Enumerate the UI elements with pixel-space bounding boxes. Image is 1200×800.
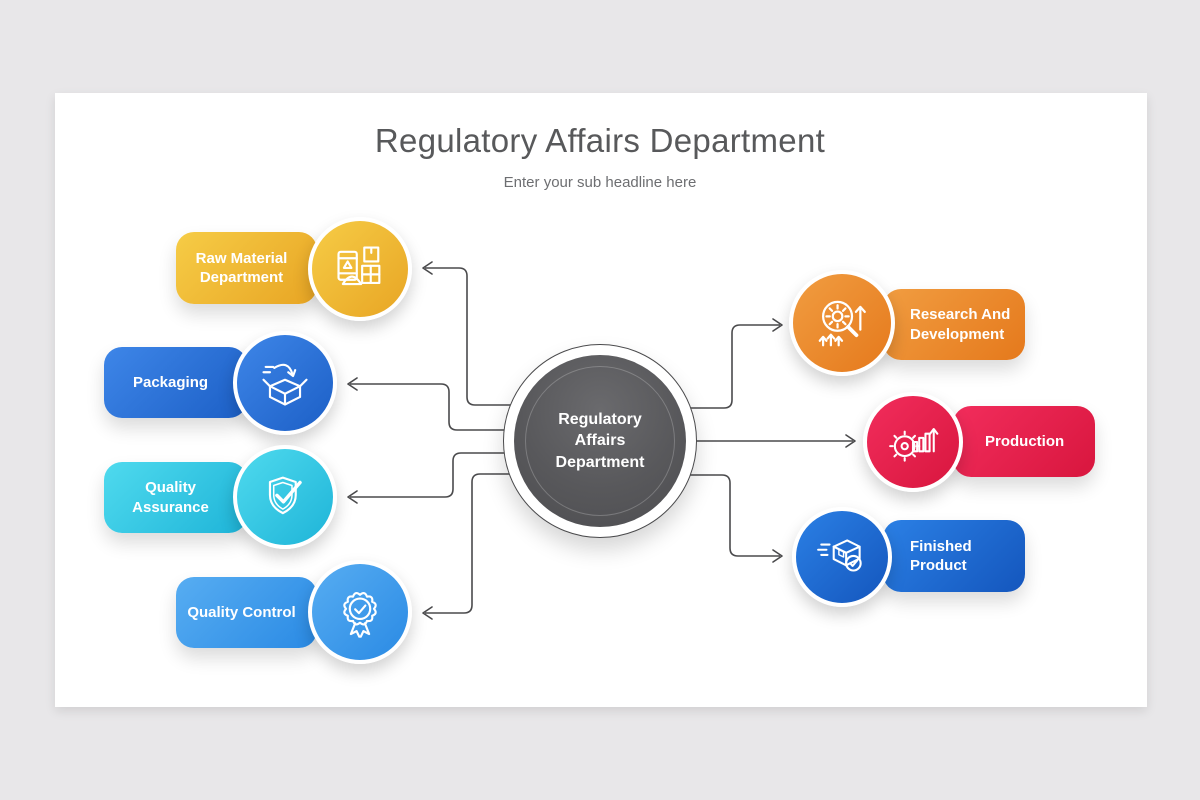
- connector-quality-assurance: [350, 452, 540, 498]
- node-quality-control-pill: Quality Control: [176, 577, 317, 648]
- arrowhead-quality-control: [422, 606, 433, 620]
- node-finished-product-label: Finished Product: [910, 537, 972, 575]
- node-research-development-label: Research And Development: [910, 306, 1011, 343]
- arrowhead-finished-product: [772, 549, 783, 563]
- page-subtitle: Enter your sub headline here: [503, 174, 697, 191]
- node-research-development-pill: Research And Development: [883, 289, 1025, 360]
- gear-bar-chart-icon: [889, 428, 939, 462]
- node-production-pill: Production: [953, 406, 1095, 477]
- node-research-development-circle: [789, 270, 895, 376]
- node-quality-assurance-pill: Quality Assurance: [104, 462, 247, 533]
- arrowhead-research-development: [772, 318, 783, 332]
- connector-finished-product: [660, 474, 780, 557]
- arrowhead-production: [845, 434, 856, 448]
- node-raw-material-pill: Raw Material Department: [176, 232, 317, 304]
- node-raw-material-label: Raw Material Department: [195, 249, 288, 287]
- connector-packaging: [350, 383, 540, 431]
- page-title: Regulatory Affairs Department: [374, 122, 826, 159]
- packaging-open-box-icon: [262, 363, 308, 406]
- connector-raw-material: [425, 267, 540, 406]
- node-quality-control-circle: [308, 560, 412, 664]
- node-raw-material-circle: [308, 217, 412, 321]
- node-finished-product-circle: [792, 507, 892, 607]
- raw-material-barrel-icon: [337, 246, 381, 286]
- center-hub: Regulatory Affairs Department: [503, 344, 697, 538]
- magnifier-gear-growth-icon: [818, 300, 866, 347]
- center-hub-disk: Regulatory Affairs Department: [514, 355, 686, 527]
- node-finished-product-pill: Finished Product: [883, 520, 1025, 592]
- node-packaging-label: Packaging: [132, 373, 209, 391]
- connector-quality-control: [425, 473, 540, 614]
- shield-check-icon: [268, 476, 302, 515]
- center-hub-label: Regulatory Affairs Department: [555, 410, 645, 471]
- node-packaging-circle: [233, 331, 337, 435]
- award-badge-check-icon: [343, 592, 377, 638]
- arrowhead-packaging: [347, 377, 358, 391]
- arrowhead-raw-material: [422, 261, 433, 275]
- shipping-box-check-icon: [817, 539, 862, 572]
- node-quality-assurance-label: Quality Assurance: [132, 479, 209, 516]
- node-production-label: Production: [985, 432, 1065, 450]
- arrowhead-quality-assurance: [347, 490, 358, 504]
- node-quality-assurance-circle: [233, 445, 337, 549]
- node-packaging-pill: Packaging: [104, 347, 247, 418]
- node-production-circle: [863, 392, 963, 492]
- node-quality-control-label: Quality Control: [187, 603, 296, 621]
- connector-research-development: [660, 324, 780, 409]
